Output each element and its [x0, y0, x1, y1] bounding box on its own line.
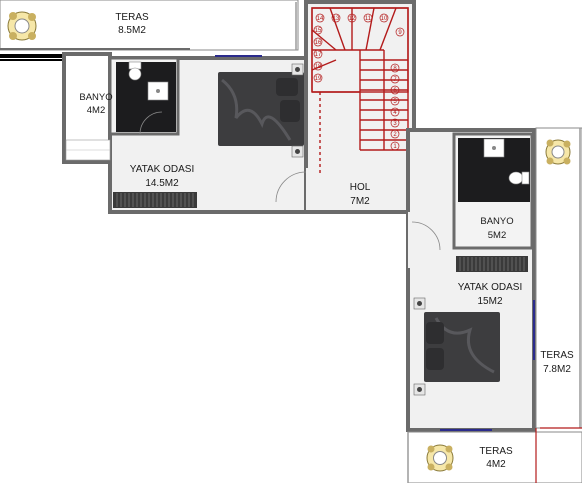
patio-table-icon-right: [545, 139, 571, 165]
svg-text:3: 3: [393, 121, 397, 127]
svg-text:11: 11: [365, 16, 372, 22]
svg-text:13: 13: [333, 16, 340, 22]
yatak-right-name: YATAK ODASI: [458, 282, 522, 293]
terrace-bottom: TERAS 4M2: [407, 427, 582, 483]
svg-text:2: 2: [393, 132, 397, 138]
terrace-top-area: 8.5M2: [118, 25, 146, 36]
svg-text:12: 12: [349, 16, 356, 22]
svg-text:5: 5: [393, 99, 397, 105]
svg-text:7: 7: [393, 77, 397, 83]
left-wing: BANYO 4M2 YATAK ODASI 14.5M2: [0, 52, 312, 214]
terrace-right-area: 7.8M2: [543, 364, 571, 375]
svg-text:17: 17: [315, 52, 322, 58]
toilet-icon: [128, 61, 142, 81]
bed-left-icon: [218, 63, 304, 158]
terrace-bottom-area: 4M2: [486, 459, 506, 470]
door-swing-hol-right: [411, 221, 441, 251]
svg-text:10: 10: [381, 16, 388, 22]
wardrobe-right: [456, 256, 528, 272]
banyo-left-area: 4M2: [87, 105, 105, 116]
patio-table-icon: [7, 11, 37, 41]
hol-area: 7M2: [350, 196, 370, 207]
svg-text:14: 14: [317, 16, 324, 22]
door-swing-bathroom-left: [139, 111, 163, 135]
terrace-bottom-name: TERAS: [479, 446, 513, 457]
svg-text:6: 6: [393, 88, 397, 94]
svg-text:9: 9: [398, 30, 402, 36]
svg-text:4: 4: [393, 110, 397, 116]
svg-text:19: 19: [315, 76, 322, 82]
stair-step-numbers: 1 2 3 4 5 6 7 8 9 10 11 12 13 14 15 16 1…: [313, 13, 405, 151]
terrace-right-name: TERAS: [540, 350, 574, 361]
yatak-left-name: YATAK ODASI: [130, 164, 194, 175]
door-swing-hol-left: [275, 171, 307, 203]
banyo-right-area: 5M2: [488, 230, 506, 241]
svg-text:8: 8: [393, 66, 397, 72]
svg-text:1: 1: [393, 144, 397, 150]
terrace-right: TERAS 7.8M2: [535, 127, 582, 429]
hol-name: HOL: [350, 182, 371, 193]
terrace-top: TERAS 8.5M2: [0, 0, 299, 51]
svg-text:16: 16: [315, 40, 322, 46]
banyo-right-name: BANYO: [480, 216, 513, 227]
yatak-right-area: 15M2: [477, 296, 502, 307]
sink-icon: [147, 81, 169, 101]
banyo-left-name: BANYO: [79, 92, 112, 103]
patio-table-icon-bottom: [426, 444, 454, 472]
staircase-icon: [311, 7, 409, 176]
bed-right-icon: [413, 297, 500, 396]
wardrobe-left: [113, 192, 197, 208]
toilet-icon-right: [508, 171, 530, 185]
terrace-top-name: TERAS: [115, 12, 149, 23]
svg-text:18: 18: [315, 64, 322, 70]
sink-icon-right: [483, 138, 505, 158]
svg-text:15: 15: [315, 28, 322, 34]
yatak-left-area: 14.5M2: [145, 178, 179, 189]
right-wing: BANYO 5M2 YATAK ODASI 15M2: [406, 128, 536, 432]
